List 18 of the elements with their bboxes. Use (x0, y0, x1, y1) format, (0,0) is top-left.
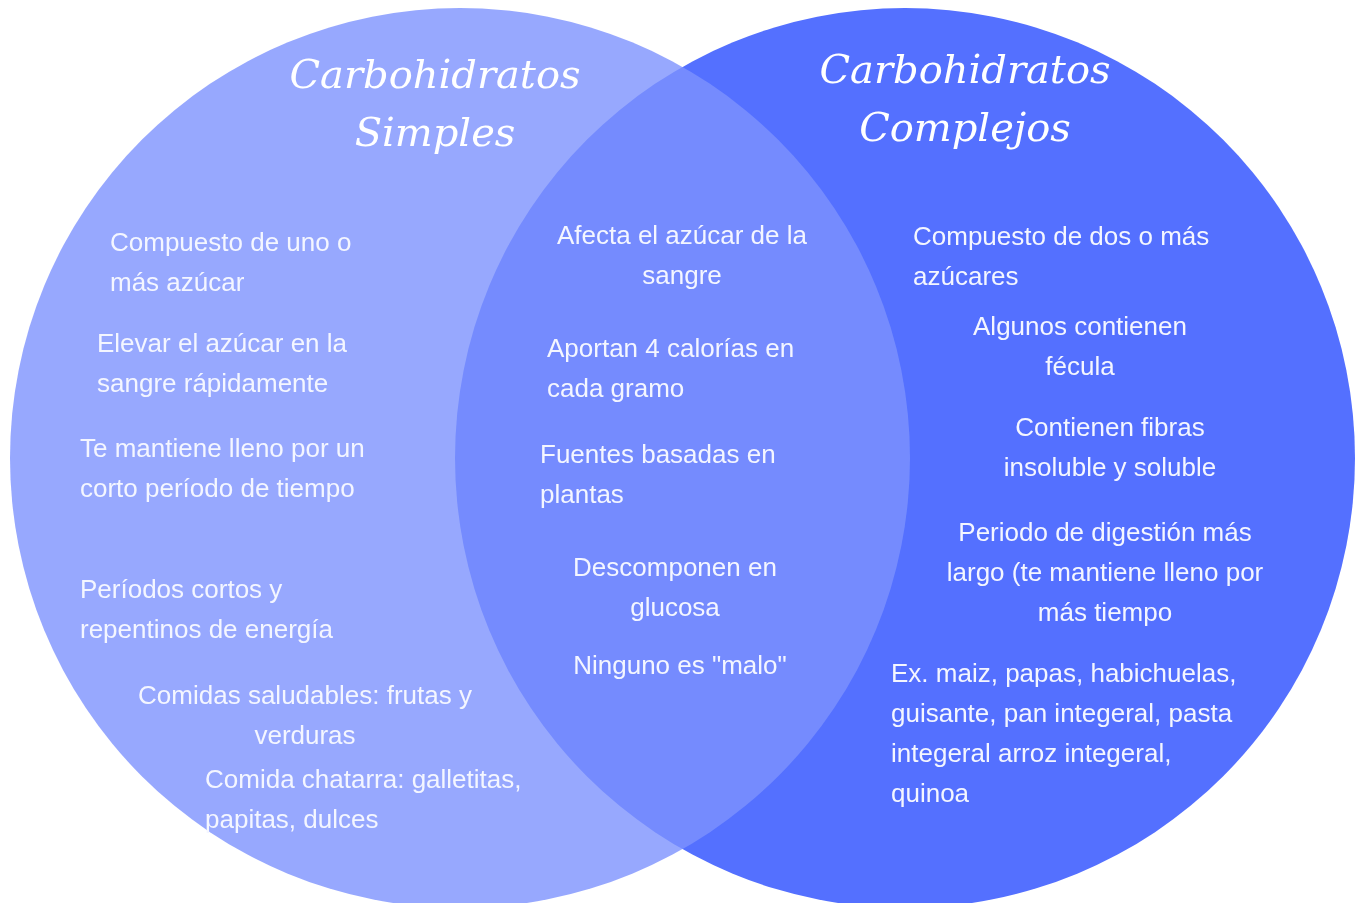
overlap-text: Descomponen en glucosa (572, 551, 778, 624)
list-item-text: Algunos contienen fécula (972, 310, 1188, 383)
circle-title: Carbohidratos Simples (288, 50, 582, 157)
list-item-text: Te mantiene lleno por un corto período de tiempo (80, 432, 366, 505)
overlap-text: Afecta el azúcar de la sangre (555, 219, 808, 292)
list-item-text: Períodos cortos y repentinos de energía (80, 573, 334, 646)
overlap-text: Aportan 4 calorías en cada gramo (547, 332, 796, 405)
list-item-text: Comidas saludables: frutas y verduras (137, 679, 473, 752)
circle-title: Carbohidratos Complejos (818, 45, 1112, 152)
overlap-text: Fuentes basadas en plantas (540, 438, 777, 511)
overlap-text: Ninguno es "malo" (572, 649, 788, 682)
list-item-text: Comida chatarra: galletitas, papitas, dulces (205, 763, 523, 836)
list-item-text: Elevar el azúcar en la sangre rápidamente (97, 327, 349, 400)
list-item-text: Compuesto de uno o más azúcar (110, 226, 353, 299)
list-item-text: Periodo de digestión más largo (te mantiene lleno por más tiempo (945, 516, 1265, 629)
list-item-text: Compuesto de dos o más azúcares (913, 220, 1211, 293)
list-item-text: Contienen fibras insoluble y soluble (1002, 411, 1218, 484)
list-item-text: Ex. maiz, papas, habichuelas, guisante, pan integeral, pasta integeral arroz integeral, quinoa (891, 657, 1238, 810)
